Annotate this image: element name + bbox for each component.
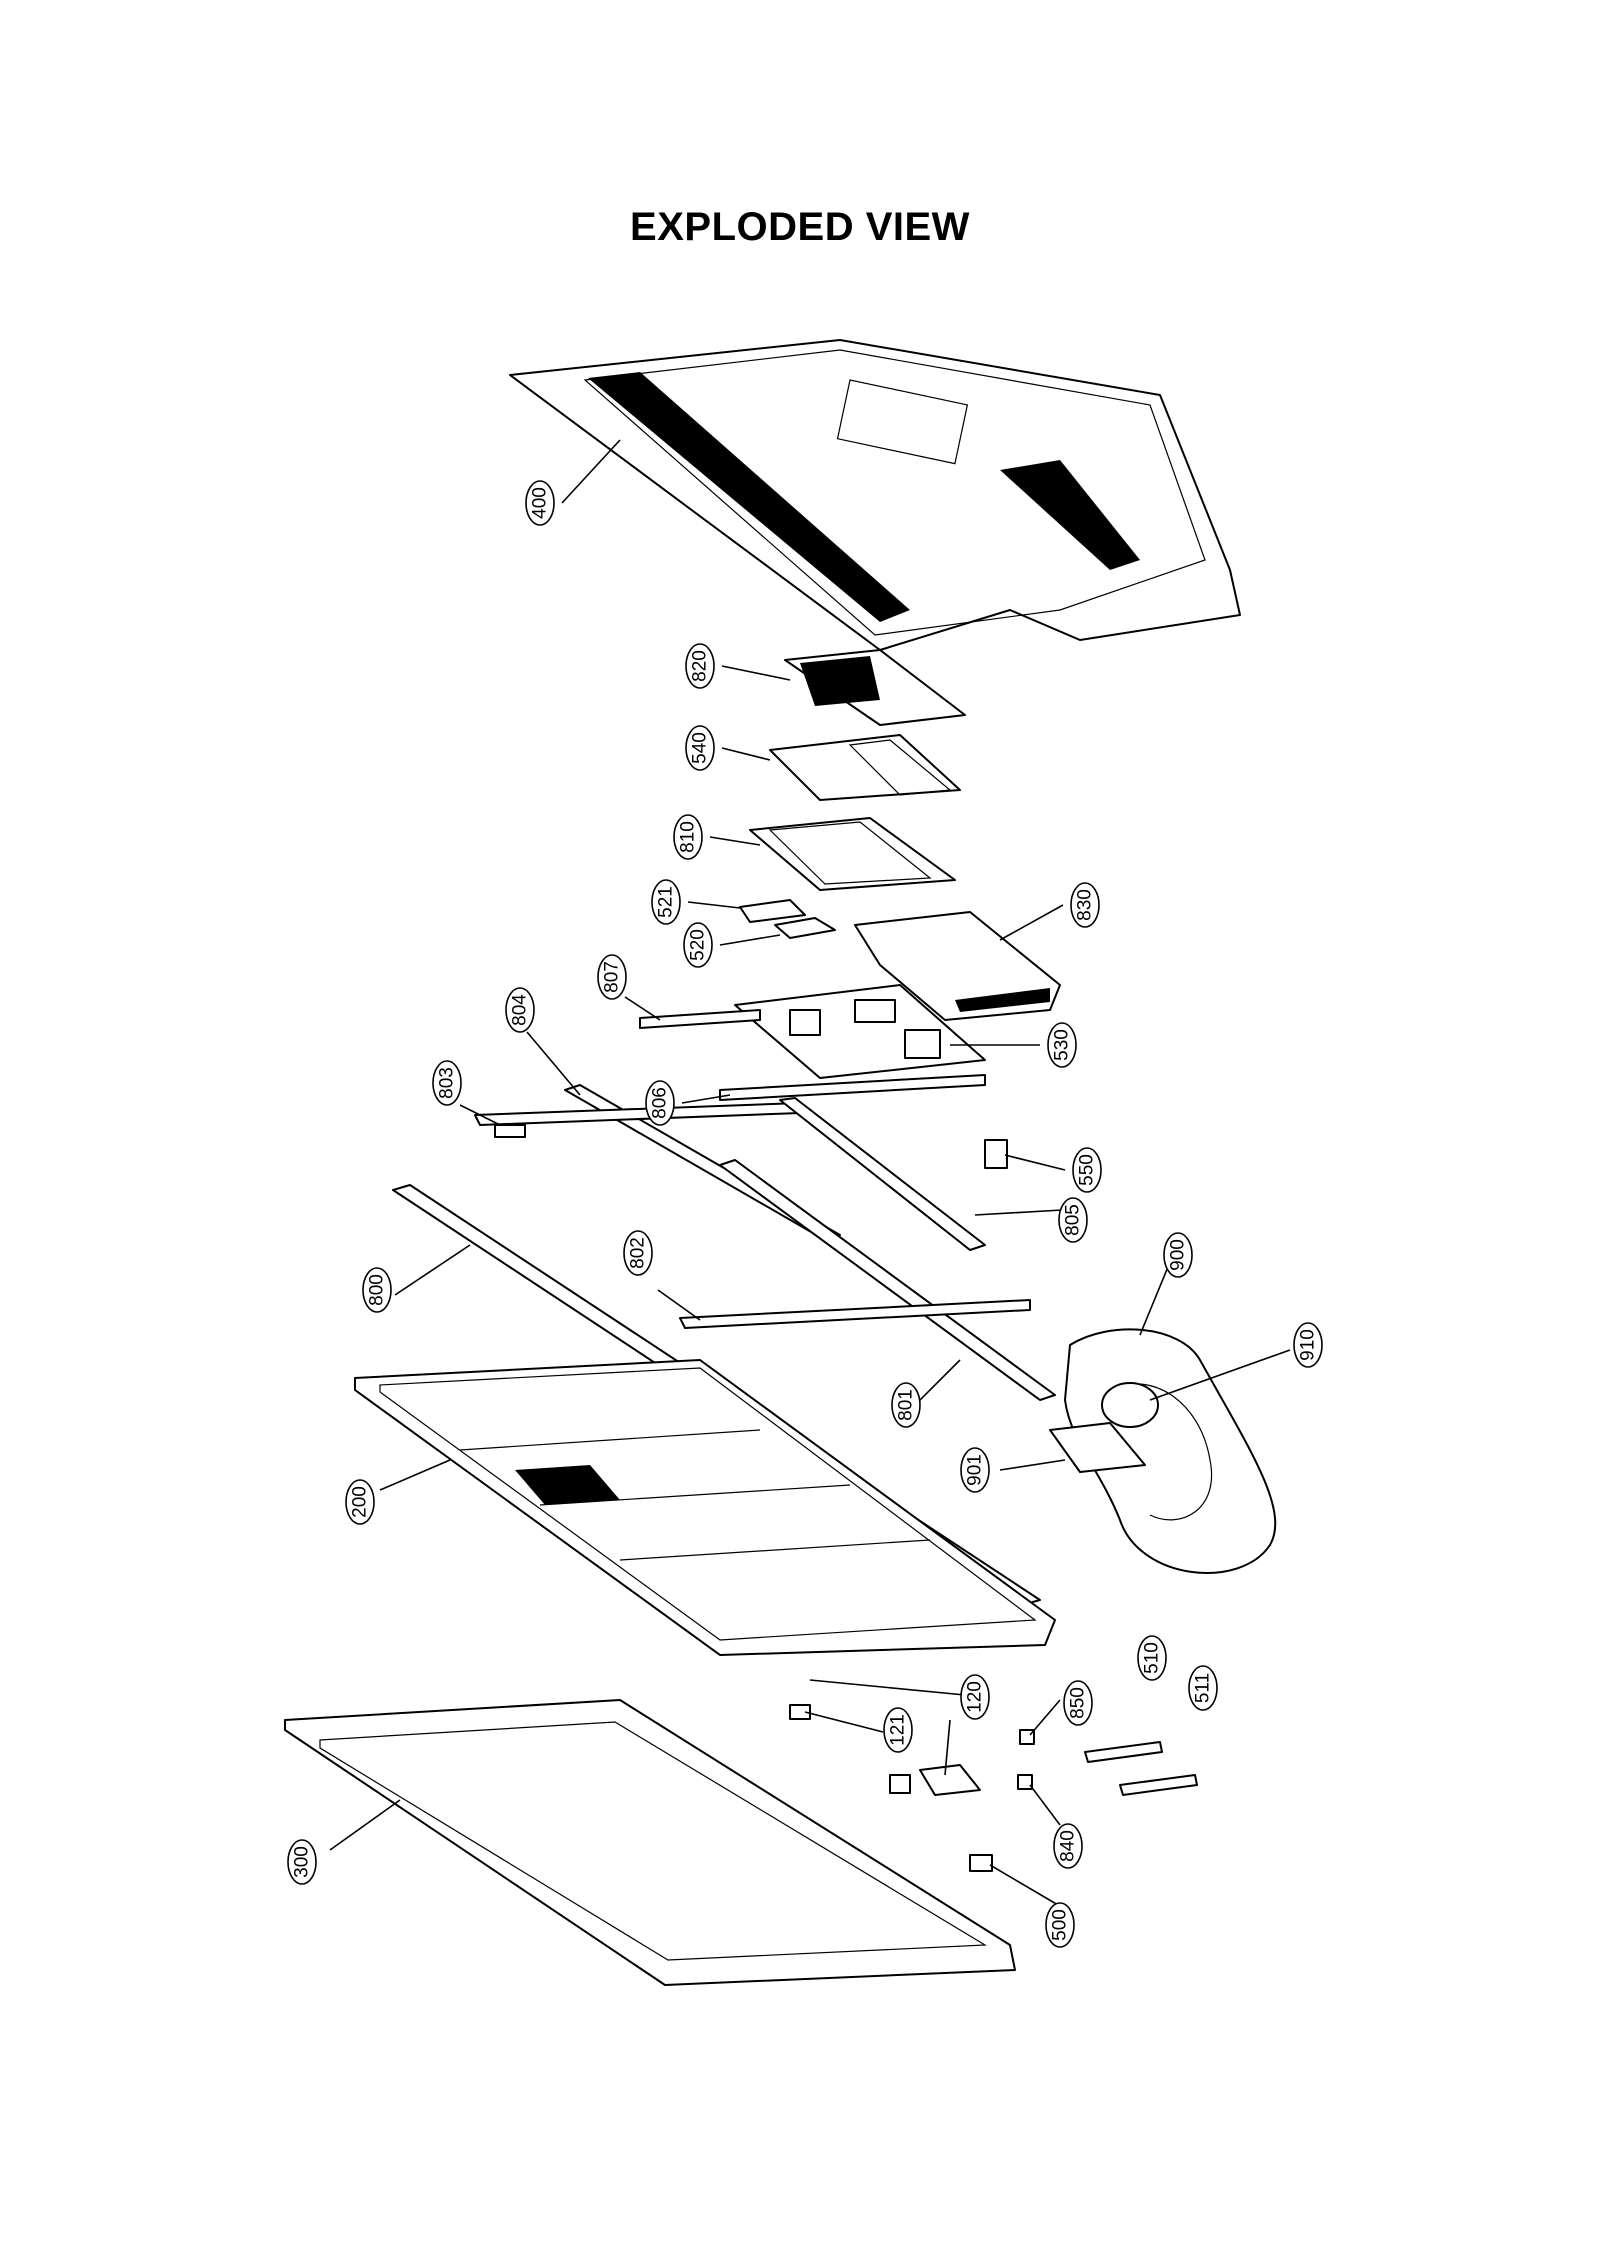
part-820-shield [784, 649, 966, 726]
part-901-bracket [1049, 1422, 1146, 1473]
part-550-connector [984, 1139, 1008, 1169]
svg-text:511: 511 [1193, 1673, 1214, 1703]
callout-200: 200 [345, 1479, 375, 1525]
part-910-neck [1101, 1382, 1159, 1428]
part-500-ir-board [969, 1854, 993, 1872]
svg-text:540: 540 [690, 732, 711, 764]
part-802-bar [679, 1299, 1031, 1329]
callout-901: 901 [960, 1447, 990, 1493]
callout-300: 300 [287, 1839, 317, 1885]
callout-806: 806 [645, 1080, 675, 1126]
svg-text:520: 520 [688, 929, 709, 961]
part-840-clip [1017, 1774, 1033, 1790]
callout-521: 521 [651, 879, 681, 925]
part-540-main-board [769, 734, 961, 801]
callout-804: 804 [505, 987, 535, 1033]
svg-text:802: 802 [628, 1237, 649, 1269]
part-810-shield [749, 817, 956, 891]
svg-text:400: 400 [530, 487, 551, 519]
part-120-key-pcb [919, 1764, 981, 1796]
part-807-bar [639, 1009, 761, 1029]
svg-text:840: 840 [1058, 1830, 1079, 1862]
svg-text:910: 910 [1298, 1329, 1319, 1361]
svg-text:300: 300 [292, 1846, 313, 1878]
svg-text:805: 805 [1063, 1204, 1084, 1236]
callout-805: 805 [1058, 1197, 1088, 1243]
callout-802: 802 [623, 1230, 653, 1276]
svg-text:510: 510 [1142, 1642, 1163, 1674]
callout-540: 540 [685, 725, 715, 771]
part-400-back-cover [509, 339, 1241, 651]
svg-text:806: 806 [650, 1087, 671, 1119]
callout-530: 530 [1047, 1022, 1077, 1068]
part-121-key-button [789, 1704, 911, 1794]
part-530-power-board [734, 984, 986, 1079]
callout-801: 801 [891, 1382, 921, 1428]
svg-text:807: 807 [602, 961, 623, 993]
svg-text:800: 800 [367, 1274, 388, 1306]
svg-text:120: 120 [965, 1681, 986, 1713]
part-830-cover [854, 911, 1061, 1021]
svg-text:900: 900 [1168, 1239, 1189, 1271]
callout-803: 803 [432, 1060, 462, 1106]
part-805-rail [779, 1097, 986, 1251]
callout-500: 500 [1045, 1902, 1075, 1948]
svg-text:500: 500 [1050, 1909, 1071, 1941]
callout-900: 900 [1163, 1232, 1193, 1278]
callout-121: 121 [883, 1707, 913, 1753]
svg-text:850: 850 [1068, 1687, 1089, 1719]
svg-text:803: 803 [437, 1067, 458, 1099]
callout-800: 800 [362, 1267, 392, 1313]
svg-text:810: 810 [678, 821, 699, 853]
part-200-panel-frame [354, 1359, 1056, 1656]
part-801-rail [719, 1159, 1056, 1401]
callout-830: 830 [1070, 882, 1100, 928]
svg-text:804: 804 [510, 994, 531, 1026]
svg-text:901: 901 [965, 1454, 986, 1486]
callout-510: 510 [1137, 1635, 1167, 1681]
callout-840: 840 [1053, 1823, 1083, 1869]
callout-120: 120 [960, 1674, 990, 1720]
callout-820: 820 [685, 643, 715, 689]
svg-text:801: 801 [896, 1389, 917, 1421]
callout-910: 910 [1293, 1322, 1323, 1368]
svg-text:121: 121 [888, 1714, 909, 1746]
svg-text:550: 550 [1077, 1154, 1098, 1186]
svg-text:521: 521 [656, 886, 677, 918]
leader-lines [329, 439, 1291, 1906]
part-521-bracket [739, 899, 806, 923]
callout-400: 400 [525, 480, 555, 526]
callout-520: 520 [683, 922, 713, 968]
part-520-board [774, 917, 836, 939]
callout-850: 850 [1063, 1680, 1093, 1726]
svg-text:830: 830 [1075, 889, 1096, 921]
part-806-bar [719, 1074, 986, 1101]
page-title: EXPLODED VIEW [630, 205, 970, 249]
callout-511: 511 [1188, 1665, 1218, 1711]
part-300-front-bezel [284, 1699, 1016, 1986]
svg-text:200: 200 [350, 1486, 371, 1518]
part-511-strip [1119, 1774, 1198, 1796]
svg-text:530: 530 [1052, 1029, 1073, 1061]
svg-text:820: 820 [690, 650, 711, 682]
callout-810: 810 [673, 814, 703, 860]
callout-550: 550 [1072, 1147, 1102, 1193]
callout-807: 807 [597, 954, 627, 1000]
part-510-strip [1084, 1741, 1163, 1763]
